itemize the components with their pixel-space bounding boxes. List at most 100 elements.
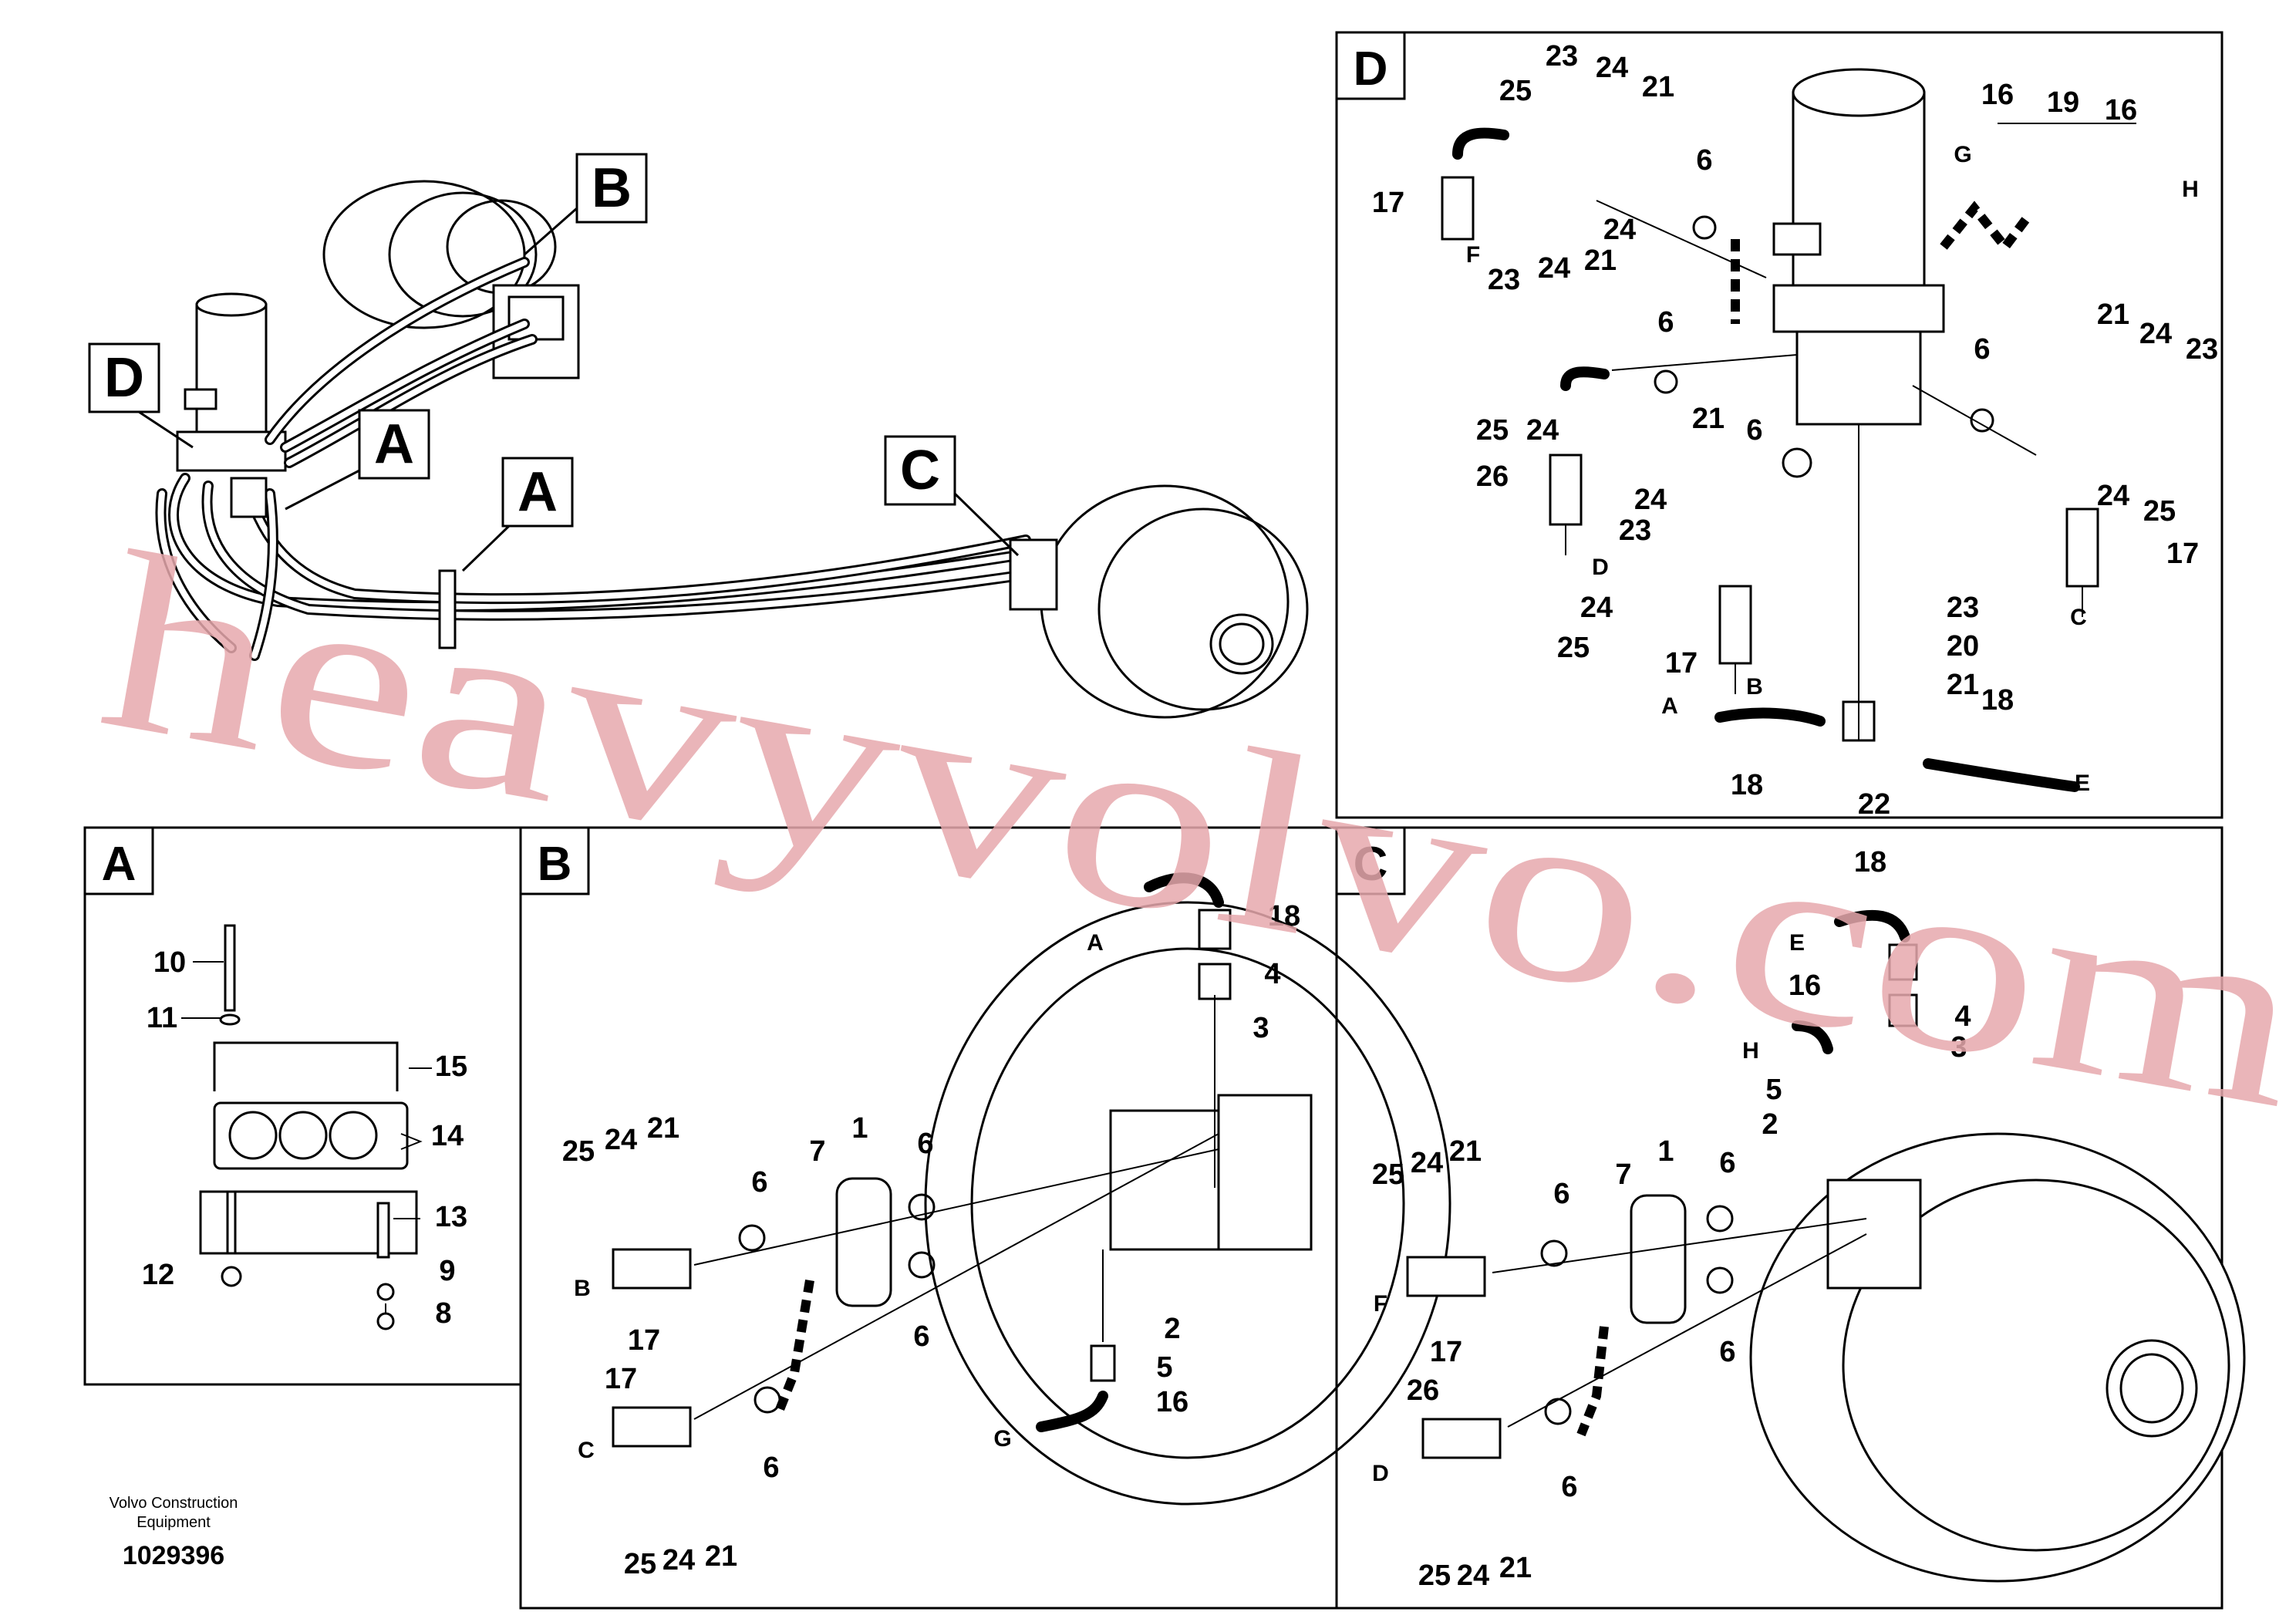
panel-d-part-24b: 24 xyxy=(1603,214,1636,246)
panel-d-part-25c: 25 xyxy=(2143,495,2176,528)
panel-b-part-21b: 21 xyxy=(705,1540,737,1573)
panel-d-part-22: 22 xyxy=(1858,788,1890,821)
panel-d-part-23: 23 xyxy=(1546,40,1578,73)
panel-d-part-17c: 17 xyxy=(1665,647,1698,679)
panel-d-part-6c: 6 xyxy=(1974,333,1990,366)
panel-d-part-16b: 16 xyxy=(2105,94,2137,126)
panel-d-part-21: 21 xyxy=(1642,71,1674,103)
callout-c: C xyxy=(884,435,1020,557)
panel-d-part-24f: 24 xyxy=(1634,484,1667,516)
panel-d-part-21c: 21 xyxy=(2097,298,2129,331)
panel-c-letter-d: D xyxy=(1372,1461,1389,1486)
drawing-number: 1029396 xyxy=(123,1541,224,1570)
panel-b-letter-g: G xyxy=(993,1426,1011,1452)
panel-d-part-24h: 24 xyxy=(1580,592,1613,624)
panel-b-part-24: 24 xyxy=(605,1124,637,1156)
front-wheel-motor xyxy=(1009,484,1309,719)
panel-d-letter-e: E xyxy=(2075,771,2090,796)
panel-c-part-25: 25 xyxy=(1372,1158,1404,1191)
panel-c-part-6c: 6 xyxy=(1719,1336,1735,1368)
panel-d-part-25d: 25 xyxy=(1557,632,1590,664)
panel-c-part-26: 26 xyxy=(1407,1374,1439,1407)
panel-b-part-6d: 6 xyxy=(763,1452,779,1484)
panel-a-part-12: 12 xyxy=(142,1259,174,1291)
panel-a-part-10: 10 xyxy=(153,946,186,979)
swivel-valve xyxy=(176,292,287,472)
panel-c-letter-h: H xyxy=(1742,1038,1759,1064)
panel-d-letter-d: D xyxy=(1592,555,1609,580)
panel-d-part-25b: 25 xyxy=(1476,414,1509,447)
panel-c-part-21b: 21 xyxy=(1499,1552,1532,1584)
panel-c-part-16: 16 xyxy=(1789,969,1821,1002)
panel-a-part-14: 14 xyxy=(431,1120,464,1152)
panel-b-part-25: 25 xyxy=(562,1135,595,1168)
panel-d-part-21d: 21 xyxy=(1692,403,1725,435)
panel-d-title: D xyxy=(1354,42,1388,96)
panel-b-part-18: 18 xyxy=(1268,900,1300,932)
panel-b-part-4: 4 xyxy=(1264,958,1280,990)
panel-d: D 23 24 21 25 16 xyxy=(1335,31,2224,821)
panel-c-part-25b: 25 xyxy=(1418,1560,1451,1592)
panel-c-part-18: 18 xyxy=(1854,846,1886,878)
panel-d-part-18b: 18 xyxy=(1731,769,1763,801)
panel-c-part-6b: 6 xyxy=(1719,1147,1735,1179)
panel-c-part-21: 21 xyxy=(1449,1135,1482,1168)
panel-b-part-2: 2 xyxy=(1164,1313,1180,1345)
panel-c-part-6: 6 xyxy=(1553,1178,1569,1210)
panel-c-part-1: 1 xyxy=(1657,1135,1674,1168)
panel-d-part-21e: 21 xyxy=(1947,669,1979,701)
panel-b-part-17b: 17 xyxy=(605,1363,637,1395)
panel-b-part-7: 7 xyxy=(809,1135,825,1168)
panel-c-part-3: 3 xyxy=(1950,1031,1967,1064)
panel-c-title: C xyxy=(1354,838,1388,891)
panel-d-part-25: 25 xyxy=(1499,75,1532,107)
panel-a-title: A xyxy=(102,838,137,891)
panel-d-part-16: 16 xyxy=(1981,79,2014,111)
panel-b-part-3: 3 xyxy=(1253,1012,1269,1044)
panel-d-part-26: 26 xyxy=(1476,460,1509,493)
panel-b-part-25b: 25 xyxy=(624,1548,656,1580)
panel-c-letter-f: F xyxy=(1374,1291,1387,1317)
panel-d-part-6: 6 xyxy=(1696,144,1712,177)
panel-b-part-16: 16 xyxy=(1156,1386,1188,1418)
panel-c-part-2: 2 xyxy=(1762,1108,1778,1141)
panel-b-letter-b: B xyxy=(574,1276,591,1301)
overview-drawing: B D A A C xyxy=(88,153,1309,719)
callout-a-mid: A xyxy=(461,457,574,572)
panel-d-part-20: 20 xyxy=(1947,630,1979,663)
callout-a-top: A xyxy=(285,409,430,511)
panel-d-part-17b: 17 xyxy=(2166,538,2199,570)
panel-a-part-11: 11 xyxy=(147,1002,177,1034)
callout-a-mid-label: A xyxy=(518,461,558,523)
panel-d-part-24e: 24 xyxy=(1526,414,1559,447)
panel-b-part-1: 1 xyxy=(851,1112,868,1145)
overview-hoses xyxy=(155,257,1031,661)
callout-b: B xyxy=(524,153,648,256)
panel-d-part-19: 19 xyxy=(2047,86,2079,119)
panel-a: A 10 11 15 14 13 12 9 8 xyxy=(83,826,522,1386)
panel-d-letter-f: F xyxy=(1466,242,1480,268)
panel-d-part-23c: 23 xyxy=(2186,333,2218,366)
panel-d-part-23b: 23 xyxy=(1488,264,1520,296)
callout-d-label: D xyxy=(104,347,144,409)
panel-d-part-24g: 24 xyxy=(2097,480,2129,512)
panel-b-title: B xyxy=(538,838,572,891)
callout-a-top-label: A xyxy=(374,413,414,475)
panel-c-letter-e: E xyxy=(1789,930,1805,956)
panel-c-part-6d: 6 xyxy=(1561,1471,1577,1503)
panel-d-part-24: 24 xyxy=(1596,52,1628,84)
panel-a-part-9: 9 xyxy=(439,1255,455,1287)
brand-line-2: Equipment xyxy=(137,1514,211,1531)
panel-d-part-21b: 21 xyxy=(1584,244,1617,277)
panel-a-part-15: 15 xyxy=(435,1050,467,1083)
clamp-a xyxy=(438,569,457,649)
panel-d-letter-a: A xyxy=(1661,693,1678,719)
footer: Volvo Construction Equipment 1029396 xyxy=(110,1495,238,1570)
panel-d-letter-h: H xyxy=(2182,177,2199,202)
panel-b-part-6b: 6 xyxy=(917,1128,933,1160)
panel-b-part-21: 21 xyxy=(647,1112,679,1145)
brand-line-1: Volvo Construction xyxy=(110,1495,238,1512)
panel-b-part-24b: 24 xyxy=(663,1544,695,1576)
panel-c-part-4: 4 xyxy=(1954,1000,1971,1033)
